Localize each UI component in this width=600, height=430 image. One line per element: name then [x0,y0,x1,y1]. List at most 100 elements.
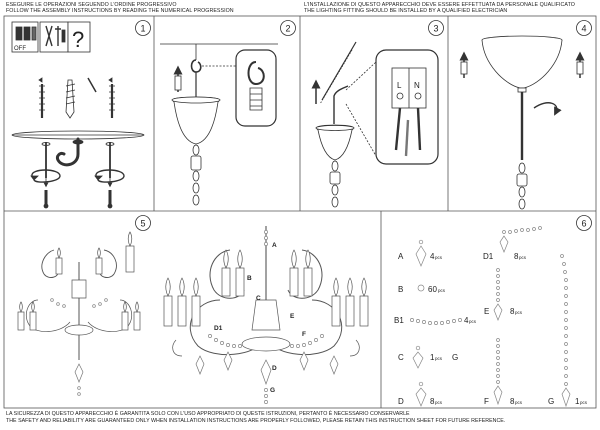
part-d-crystal-icon [415,381,427,407]
cable-icon [321,41,357,101]
chain-icon [329,160,341,208]
part-unit: pcs [469,319,477,324]
dowel-left-icon [41,142,51,188]
canopy-icon [481,35,563,93]
part-qty: 8 [514,252,519,261]
panel-5-part-labels: A B C D D1 E F G [214,242,306,394]
part-label: B [398,285,403,294]
canopy-icon [315,124,355,161]
step-badges [135,20,592,231]
terminal-neutral-label: N [414,81,420,90]
panel-3-illustration [311,41,439,208]
part-qty: 8 [510,397,515,406]
parts-list: A 4 pcs D1 8 pcs B 60 pcs B1 4 pcs E 8 p… [394,252,588,406]
canopy-icon [171,96,221,145]
header-left-line1: ESEGUIRE LE OPERAZIONI SEGUENDO L'ORDINE… [6,2,177,8]
part-label: E [484,307,489,316]
footer-line2: THE SAFETY AND RELIABILITY ARE GUARANTEE… [6,417,506,424]
footer-line1: LA SICUREZZA DI QUESTO APPARECCHIO È GAR… [6,411,410,417]
panel5-label-a: A [272,242,277,249]
part-qty: 8 [430,397,435,406]
panel5-label-b: B [247,275,252,282]
step-badge-4 [576,20,592,36]
header-left-line2: FOLLOW THE ASSEMBLY INSTRUCTIONS BY READ… [6,8,234,15]
tighten-arrow-icon [533,102,562,116]
panel-6-illustration [410,226,571,408]
wall-anchor-right-icon [108,77,115,118]
part-qty: 8 [510,307,515,316]
step-badge-2 [280,20,296,36]
part-c-crystal-icon [412,345,424,369]
step-badge-3 [428,20,444,36]
part-g-strand-icon [560,254,571,408]
ceiling-hook-icon [56,137,84,167]
part-unit: pcs [435,255,443,260]
part-label: D [398,397,404,406]
step-number-6: 6 [581,219,586,229]
hook-loop-icon [190,59,202,73]
panel-4-illustration [459,35,585,210]
power-switch-icon [11,21,39,53]
step-number-1: 1 [140,24,145,34]
hook-detail-callout-icon [235,49,277,127]
wall-anchor-left-icon [38,77,45,118]
footer-safety-notice: LA SICUREZZA DI QUESTO APPARECCHIO È GAR… [6,411,505,424]
part-qty: 60 [428,285,437,294]
header-right-line2: THE LIGHTING FITTING SHOULD BE INSTALLED… [304,8,508,15]
part-unit: pcs [515,310,523,315]
step-badge-1 [135,20,151,36]
step-number-4: 4 [581,24,586,34]
part-label: G [452,353,458,362]
terminal-live-label: L [397,81,402,90]
panel5-label-e: E [290,313,295,320]
panel-grid [3,15,597,409]
step-badge-5 [135,215,151,231]
crystal-drops-icon [74,351,339,386]
question-mark: ? [72,27,84,52]
dowel-right-icon [105,142,115,188]
switch-off-label: OFF [14,46,26,52]
tools-icon [39,21,69,53]
panel5-label-c: C [256,295,261,302]
panel-2-illustration [160,43,278,206]
part-b1-strand-icon [410,318,462,325]
header-right-line1: L'INSTALLAZIONE DI QUESTO APPARECCHIO DE… [304,2,575,8]
candle-flames-large-icon [165,249,367,297]
part-qty: 1 [575,397,580,406]
step-number-2: 2 [285,24,290,34]
panel-1-illustration [11,21,145,209]
terminal-block-detail-icon [375,49,439,165]
bead-strands-icon [50,230,324,404]
part-a-crystal-icon [415,239,427,267]
panel5-label-d: D [272,365,277,372]
part-unit: pcs [435,400,443,405]
part-qty: 1 [430,353,435,362]
part-qty: 4 [430,252,435,261]
part-unit: pcs [438,288,446,293]
drill-bit-left-icon [43,190,49,209]
part-label: C [398,353,404,362]
part-b-bead-icon [417,284,425,292]
chain-icon [516,92,528,210]
screw-icon [65,77,97,119]
part-f-strand-icon [493,338,503,406]
help-question-icon [67,21,91,53]
part-label: G [548,397,554,406]
part-qty: 4 [464,316,469,325]
part-label: D1 [483,252,494,261]
part-e-strand-icon [493,268,503,321]
candle-lights-large-icon [163,267,369,327]
part-unit: pcs [435,356,443,361]
drill-bit-right-icon [107,190,113,209]
part-label: A [398,252,404,261]
chain-icon [190,144,202,206]
part-label: F [484,397,489,406]
step-number-3: 3 [433,24,438,34]
part-label: B1 [394,316,404,325]
panel5-label-f: F [302,331,306,338]
chandelier-small-icon [26,249,132,360]
part-unit: pcs [580,400,588,405]
panel5-label-g: G [270,387,275,394]
part-d1-strand-icon [499,226,542,253]
